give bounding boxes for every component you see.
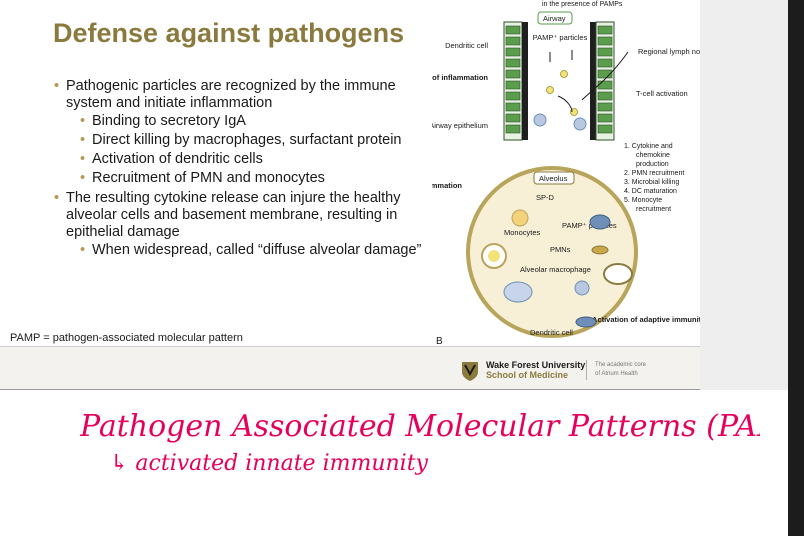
bullet-1: Pathogenic particles are recognized by t… [54,78,434,112]
figure-letter: B [436,336,443,347]
slide: Defense against pathogens Pathogenic par… [0,0,700,390]
sub-bullet-1-2: Direct killing by macrophages, surfactan… [54,132,434,149]
sub-bullet-2-1: When widespread, called “diffuse alveola… [54,242,434,259]
right-margin-panel [700,0,790,390]
monocytes-label: Monocytes [504,228,541,237]
right-epithelium [590,21,615,141]
bullet-2: The resulting cytokine release can injur… [54,190,434,241]
alveolar-macrophage: Alveolar macrophage [520,265,591,274]
slide-title: Defense against pathogens [53,18,405,48]
footer-tagline-1: The academic core [595,362,647,368]
immune-figure: in the presence of PAMPs Airway [432,1,700,338]
svg-text:5. Monocyte: 5. Monocyte [624,197,662,204]
svg-text:3. Microbial killing: 3. Microbial killing [624,179,679,186]
sub-bullet-1-3: Activation of dendritic cells [54,151,434,168]
alveolus-label: Alveolus [539,174,568,183]
svg-text:1. Cytokine and: 1. Cytokine and [624,143,673,150]
svg-text:2. PMN recruitment: 2. PMN recruitment [624,170,684,177]
flow-arrows-top [549,50,629,113]
spd-label: SP-D [536,193,555,202]
airway-epithelium: Airway epithelium [432,121,488,130]
pamp-particles-top: PAMP⁺ particles [533,33,588,42]
dendritic-cell-bottom: Dendritic cell [530,328,573,337]
footer-tagline-2: of Atrium Health [595,371,638,377]
tcell-activation: T-cell activation [636,89,688,98]
scrollbar[interactable] [788,0,804,536]
handwritten-note: Pathogen Associated Molecular Patterns (… [80,409,760,476]
sub-bullet-1-4: Recruitment of PMN and monocytes [54,170,434,187]
left-epithelium [503,21,528,141]
svg-text:production: production [636,161,669,168]
activation-adaptive: Activation of adaptive immunity [592,315,700,324]
sub-bullet-1-1: Binding to secretory IgA [54,113,434,130]
alveolus-cells [481,209,633,328]
footnote: PAMP = pathogen-associated molecular pat… [10,332,243,344]
footer-divider [586,360,587,380]
airway-label: Airway [543,14,566,23]
pmns-label: PMNs [550,245,571,254]
pamp-stars-top [546,70,578,116]
svg-text:chemokine: chemokine [636,152,670,159]
slide-footer [0,346,700,390]
pamp-particles-bottom: PAMP⁺ particles [562,221,617,230]
svg-text:recruitment: recruitment [636,206,671,213]
university-name: Wake Forest University [486,360,586,370]
initiation-top: Initiation of inflammation [432,73,488,82]
bullet-list: Pathogenic particles are recognized by t… [54,78,434,261]
iga-blob [533,113,547,127]
svg-text:4. DC maturation: 4. DC maturation [624,188,677,195]
slide-bottom-border [0,389,700,390]
airway-label-box [537,11,573,25]
initiation-bottom: Initiation of inflammation [432,181,462,190]
numbered-list: 1. Cytokine and chemokine production 2. … [624,143,684,213]
regional-lymph: Regional lymph nodes [638,47,700,56]
handwritten-line-1: Pathogen Associated Molecular Patterns (… [80,409,760,444]
handwritten-line-2: ↳ activated innate immunity [110,451,429,476]
alveolus-label-box [533,171,575,185]
school-name: School of Medicine [486,370,569,380]
dendritic-cell-top: Dendritic cell [445,41,488,50]
figure-top-caption: in the presence of PAMPs [542,1,623,8]
iga-blob-2 [573,117,587,131]
wake-forest-logo-icon [462,362,478,381]
